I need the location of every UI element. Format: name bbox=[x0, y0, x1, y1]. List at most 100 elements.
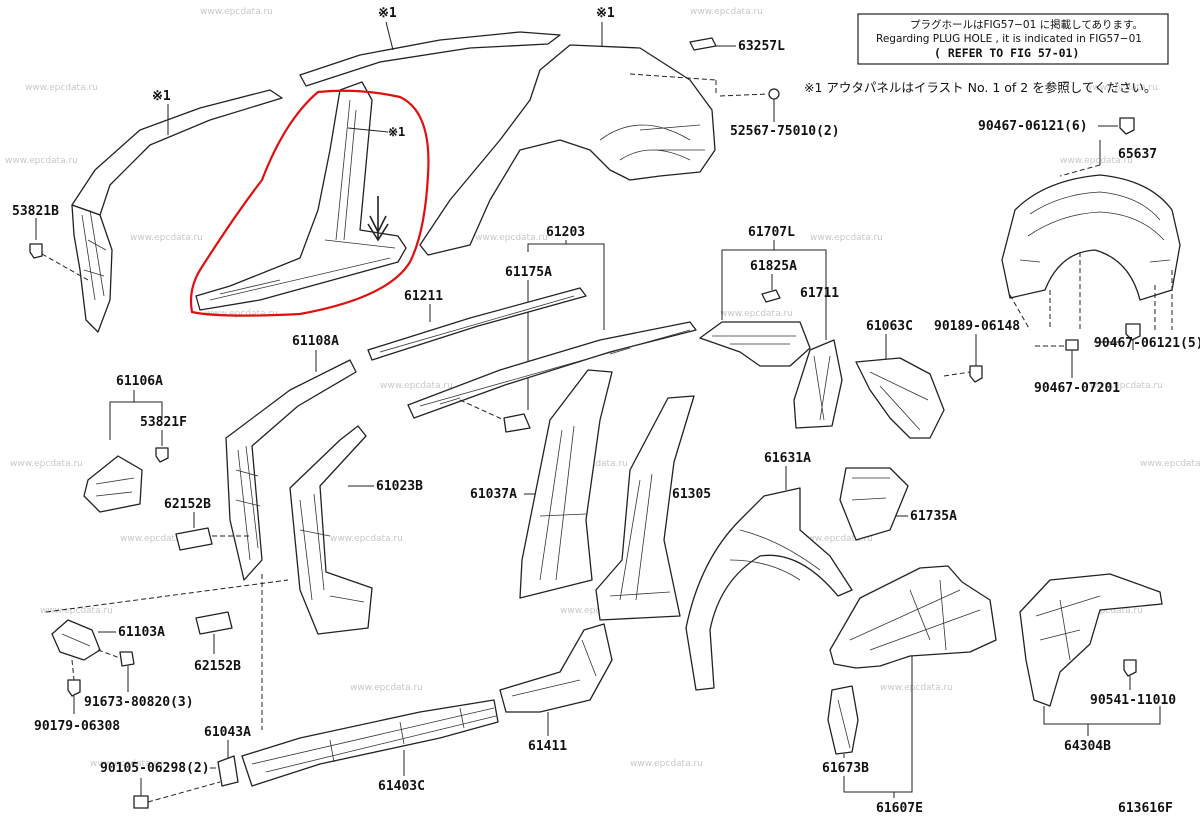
watermark: www.epcdata.ru bbox=[630, 759, 703, 769]
clip-icon bbox=[768, 88, 780, 112]
watermark: www.epcdata.ru bbox=[40, 606, 113, 616]
part-61203 bbox=[407, 321, 697, 419]
part-61707L bbox=[699, 321, 811, 367]
label-53821B: 53821B bbox=[12, 204, 59, 219]
outer-marker: ※1 bbox=[596, 6, 615, 21]
watermark: www.epcdata.ru bbox=[880, 683, 953, 693]
bolt-icon bbox=[119, 651, 135, 667]
watermark: www.epcdata.ru bbox=[380, 381, 453, 391]
outer-marker: ※1 bbox=[378, 6, 397, 21]
label-61103A: 61103A bbox=[118, 625, 165, 640]
part-61607E bbox=[829, 565, 997, 669]
label-61707L: 61707L bbox=[748, 225, 795, 240]
watermarks: www.epcdata.ru www.epcdata.ru www.epcdat… bbox=[5, 7, 1200, 769]
watermark: www.epcdata.ru bbox=[120, 534, 193, 544]
label-61175A: 61175A bbox=[505, 265, 552, 280]
label-62152B-1: 62152B bbox=[164, 497, 211, 512]
label-61403C: 61403C bbox=[378, 779, 425, 794]
label-61411: 61411 bbox=[528, 739, 567, 754]
note-line-2: Regarding PLUG HOLE , it is indicated in… bbox=[876, 33, 1142, 45]
watermark: www.epcdata.ru bbox=[810, 233, 883, 243]
label-61711: 61711 bbox=[800, 286, 839, 301]
watermark: www.epcdata.ru bbox=[690, 7, 763, 17]
clip-icon bbox=[67, 679, 81, 697]
label-61203: 61203 bbox=[546, 225, 585, 240]
watermark: www.epcdata.ru bbox=[800, 534, 873, 544]
label-90467-07201: 90467-07201 bbox=[1034, 381, 1120, 396]
clip-icon bbox=[155, 447, 169, 463]
label-90189: 90189-06148 bbox=[934, 319, 1020, 334]
label-61108A: 61108A bbox=[292, 334, 339, 349]
part-61673B bbox=[827, 685, 859, 755]
label-61305: 61305 bbox=[672, 487, 711, 502]
label-61043A: 61043A bbox=[204, 725, 251, 740]
watermark: www.epcdata.ru bbox=[1060, 156, 1133, 166]
part-61735A bbox=[839, 467, 909, 541]
label-90467-06121-6: 90467-06121(6) bbox=[978, 119, 1088, 134]
part-61103A bbox=[51, 619, 101, 661]
watermark: www.epcdata.ru bbox=[10, 459, 83, 469]
note-box: プラグホールはFIG57−01 に掲載してあります。 Regarding PLU… bbox=[857, 13, 1169, 65]
watermark: www.epcdata.ru bbox=[350, 683, 423, 693]
bolt-icon bbox=[1065, 339, 1079, 351]
watermark: www.epcdata.ru bbox=[1085, 83, 1158, 93]
part-61108A bbox=[225, 359, 357, 581]
watermark: www.epcdata.ru bbox=[205, 309, 278, 319]
part-61037A bbox=[519, 369, 613, 599]
outer-panel-note: ※1 アウタパネルはイラスト No. 1 of 2 を参照してください。 bbox=[804, 80, 1156, 95]
watermark: www.epcdata.ru bbox=[720, 309, 793, 319]
label-65637: 65637 bbox=[1118, 147, 1157, 162]
part-61711 bbox=[793, 339, 843, 429]
note-line-1: プラグホールはFIG57−01 に掲載してあります。 bbox=[910, 18, 1143, 31]
label-90179: 90179-06308 bbox=[34, 719, 120, 734]
label-91673: 91673-80820(3) bbox=[84, 695, 194, 710]
watermark: www.epcdata.ru bbox=[1070, 606, 1143, 616]
part-61023B bbox=[289, 425, 373, 635]
label-63257L: 63257L bbox=[738, 39, 785, 54]
part-61631A bbox=[685, 487, 853, 691]
clip-icon bbox=[1119, 117, 1135, 135]
label-61023B: 61023B bbox=[376, 479, 423, 494]
part-61403C bbox=[241, 699, 499, 787]
label-61063C: 61063C bbox=[866, 319, 913, 334]
part-61305 bbox=[595, 395, 695, 621]
label-90467-06121-5: 90467-06121(5) bbox=[1094, 336, 1200, 351]
clip-icon bbox=[969, 365, 983, 383]
label-61106A: 61106A bbox=[116, 374, 163, 389]
red-annotation bbox=[189, 89, 430, 317]
watermark: www.epcdata.ru bbox=[560, 606, 633, 616]
outer-marker: ※1 bbox=[152, 89, 171, 104]
watermark: www.epcdata.ru bbox=[1090, 381, 1163, 391]
watermark: www.epcdata.ru bbox=[5, 156, 78, 166]
label-61673B: 61673B bbox=[822, 761, 869, 776]
label-61825A: 61825A bbox=[750, 259, 797, 274]
label-52567: 52567-75010(2) bbox=[730, 124, 840, 139]
clip-icon bbox=[29, 243, 43, 259]
note-line-3: ( REFER TO FIG 57-01) bbox=[934, 46, 1079, 60]
outer-marker: ※1 bbox=[388, 125, 405, 139]
label-64304B: 64304B bbox=[1064, 739, 1111, 754]
figure-id: 613616F bbox=[1118, 801, 1173, 816]
label-90105: 90105-06298(2) bbox=[100, 761, 210, 776]
bolt-icon bbox=[133, 795, 149, 809]
watermark: www.epcdata.ru bbox=[25, 83, 98, 93]
label-53821F: 53821F bbox=[140, 415, 187, 430]
part-61411 bbox=[499, 623, 613, 713]
liner-65637 bbox=[1001, 174, 1181, 301]
label-61631A: 61631A bbox=[764, 451, 811, 466]
red-circle bbox=[189, 89, 430, 317]
part-61106A bbox=[83, 455, 143, 513]
label-61607E: 61607E bbox=[876, 801, 923, 816]
watermark: www.epcdata.ru bbox=[475, 233, 548, 243]
clip-icon bbox=[1125, 323, 1141, 341]
part-61063C bbox=[855, 357, 945, 439]
outer-side-panel bbox=[71, 31, 780, 333]
watermark: www.epcdata.ru bbox=[130, 233, 203, 243]
part-61211 bbox=[367, 287, 587, 361]
part-64304B bbox=[1019, 573, 1163, 707]
label-62152B-2: 62152B bbox=[194, 659, 241, 674]
label-61211: 61211 bbox=[404, 289, 443, 304]
watermark: www.epcdata.ru bbox=[1140, 459, 1200, 469]
label-61735A: 61735A bbox=[910, 509, 957, 524]
watermark: www.epcdata.ru bbox=[90, 759, 163, 769]
